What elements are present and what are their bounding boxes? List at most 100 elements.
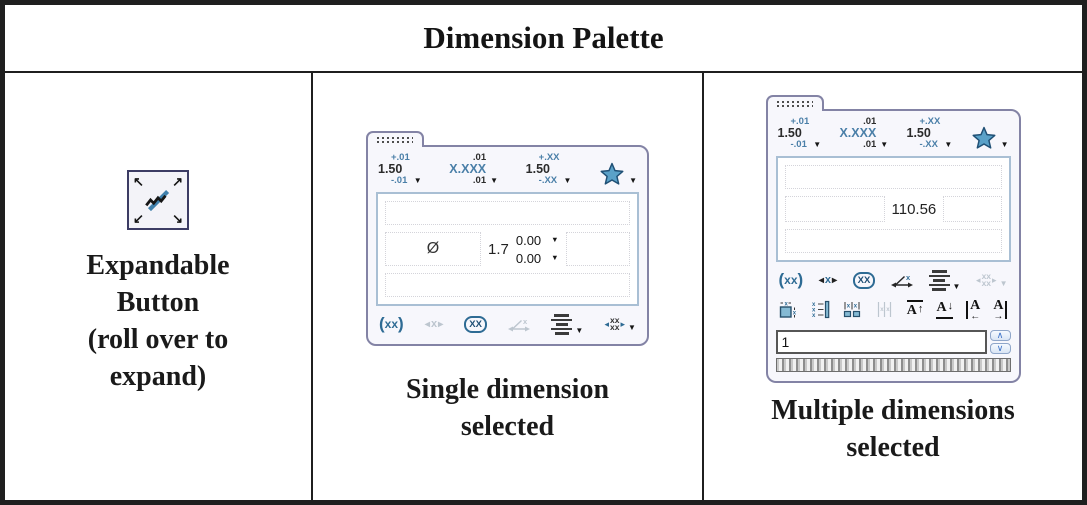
inspection-dimension-button[interactable]: ◂x▸ bbox=[818, 274, 837, 287]
palette-body: +.01 1.50 -.01 ▼ .01 X.XXX .01 bbox=[366, 145, 649, 346]
upper-tol-label: +.01 bbox=[391, 152, 410, 163]
suffix-field[interactable] bbox=[565, 232, 630, 267]
palette-grip-tab[interactable] bbox=[366, 131, 424, 147]
caption-single: Single dimension selected bbox=[405, 373, 610, 442]
dropdown-caret-icon[interactable]: ▼ bbox=[944, 140, 953, 150]
dimension-palette-single: +.01 1.50 -.01 ▼ .01 X.XXX .01 bbox=[366, 129, 649, 346]
dropdown-caret-icon[interactable]: ▼ bbox=[551, 235, 559, 245]
tolerance-precision-dropdown-button[interactable]: +.XX 1.50 -.XX ▼ bbox=[526, 153, 572, 186]
dropdown-caret-icon[interactable]: ▼ bbox=[880, 140, 889, 150]
dimension-value-row: 110.56 bbox=[784, 196, 1002, 223]
dropdown-caret-icon[interactable]: ▼ bbox=[575, 325, 584, 335]
lower-tolerance-value: 0.00 bbox=[515, 250, 542, 266]
palette-grip-tab[interactable] bbox=[765, 95, 824, 111]
upper-tolerance-value: 0.00 bbox=[515, 232, 542, 248]
expand-arrow-nw-icon: ↖ bbox=[133, 174, 144, 189]
svg-text:x: x bbox=[906, 273, 911, 282]
dimension-value-row: Ø 1.7 0.00 ▼ 0.00 ▼ bbox=[385, 232, 630, 267]
tolerance-dropdown-button[interactable]: +.01 1.50 -.01 ▼ bbox=[777, 116, 822, 151]
palette-body: +.01 1.50 -.01 ▼ .01 X.XXX .01 bbox=[765, 109, 1021, 383]
favorites-dropdown-button[interactable]: ▼ bbox=[971, 126, 1009, 150]
palette-toolbar: (xx) ◂x▸ XX bbox=[776, 262, 1011, 291]
dimension-value: 110.56 bbox=[891, 200, 937, 218]
upper-tolerance-dropdown[interactable]: 0.00 ▼ bbox=[516, 233, 559, 248]
page-title: Dimension Palette bbox=[423, 20, 664, 55]
tolerance-dropdown-button[interactable]: +.01 1.50 -.01 ▼ bbox=[378, 153, 422, 186]
text-justify-dropdown-button[interactable]: ▼ bbox=[928, 270, 961, 291]
tolerance-stack: 0.00 ▼ 0.00 ▼ bbox=[516, 233, 559, 266]
dropdown-caret-icon[interactable]: ▼ bbox=[551, 253, 559, 263]
text-above-line-button[interactable]: A↑ bbox=[906, 300, 924, 319]
cell-single-dimension: +.01 1.50 -.01 ▼ .01 X.XXX .01 bbox=[313, 73, 704, 500]
ordinate-dimension-button: x bbox=[508, 317, 531, 332]
justify-lines-icon bbox=[928, 270, 950, 291]
arrange-dimensions-button[interactable]: x x bbox=[779, 300, 798, 319]
align-text-right-button[interactable]: A→ bbox=[993, 298, 1008, 321]
tol-value-label: 1.50 bbox=[378, 161, 403, 176]
dimension-text-box: Ø 1.7 0.00 ▼ 0.00 ▼ bbox=[376, 192, 639, 307]
dropdown-caret-icon[interactable]: ▼ bbox=[628, 322, 636, 332]
text-justify-dropdown-button[interactable]: ▼ bbox=[551, 314, 583, 335]
lower-tolerance-dropdown[interactable]: 0.00 ▼ bbox=[516, 251, 559, 266]
diameter-symbol: Ø bbox=[426, 240, 440, 258]
star-icon bbox=[600, 162, 624, 185]
dimension-diagonal-icon bbox=[145, 189, 170, 212]
instance-count-row: ∧ ∨ bbox=[775, 329, 1011, 354]
spin-down-button[interactable]: ∨ bbox=[989, 342, 1011, 354]
tolerance-precision-dropdown-button[interactable]: +.XX 1.50 -.XX ▼ bbox=[906, 116, 953, 151]
expand-arrow-se-icon: ↘ bbox=[172, 211, 183, 226]
dropdown-caret-icon[interactable]: ▼ bbox=[952, 281, 961, 291]
reference-dimension-toggle-button[interactable]: (xx) bbox=[778, 270, 804, 290]
dropdown-caret-icon[interactable]: ▼ bbox=[813, 140, 822, 150]
svg-text:x: x bbox=[812, 302, 816, 308]
prefix-field[interactable]: Ø bbox=[385, 232, 481, 267]
star-icon bbox=[972, 126, 996, 149]
dropdown-caret-icon[interactable]: ▼ bbox=[629, 176, 637, 186]
svg-text:x: x bbox=[792, 311, 796, 317]
favorites-dropdown-button[interactable]: ▼ bbox=[599, 162, 637, 186]
text-below-field[interactable] bbox=[385, 273, 630, 298]
svg-text:x: x bbox=[812, 313, 816, 319]
distribute-dimensions-button: x x bbox=[875, 300, 894, 319]
dimension-value: 1.7 bbox=[488, 240, 509, 258]
precision-dropdown-button[interactable]: .01 X.XXX .01 ▼ bbox=[839, 116, 889, 151]
palette-arrange-toolbar: x x x x bbox=[776, 291, 1011, 321]
prefix-field[interactable] bbox=[784, 196, 885, 223]
cell-expandable-button: ↖ ↗ ↙ ↘ Expandable Button (roll over to … bbox=[5, 73, 313, 500]
count-spinner: ∧ ∨ bbox=[989, 329, 1011, 354]
dropdown-caret-icon[interactable]: ▼ bbox=[413, 176, 422, 186]
svg-text:x: x bbox=[846, 304, 850, 310]
expand-arrow-sw-icon: ↙ bbox=[133, 211, 144, 226]
palette-header: +.01 1.50 -.01 ▼ .01 X.XXX .01 bbox=[776, 115, 1011, 156]
basic-dimension-toggle-button[interactable]: XX bbox=[464, 315, 487, 333]
align-dimensions-button[interactable]: x x bbox=[843, 300, 862, 319]
table-body-row: ↖ ↗ ↙ ↘ Expandable Button (roll over to … bbox=[5, 73, 1082, 500]
text-below-line-button[interactable]: A↓ bbox=[936, 300, 954, 320]
resize-grip-bar[interactable] bbox=[775, 357, 1011, 372]
spin-up-button[interactable]: ∧ bbox=[989, 329, 1011, 341]
reference-dimension-toggle-button[interactable]: (xx) bbox=[379, 314, 404, 334]
dropdown-caret-icon[interactable]: ▼ bbox=[1000, 140, 1009, 150]
ordinate-dimension-button[interactable]: x bbox=[890, 273, 913, 288]
text-below-field[interactable] bbox=[784, 229, 1002, 254]
instance-count-input[interactable] bbox=[775, 329, 987, 354]
precision-dropdown-button[interactable]: .01 X.XXX .01 ▼ bbox=[449, 153, 498, 186]
dropdown-caret-icon: ▼ bbox=[999, 278, 1008, 288]
dropdown-caret-icon[interactable]: ▼ bbox=[563, 176, 572, 186]
basic-dimension-toggle-button[interactable]: XX bbox=[852, 271, 876, 289]
table-title-row: Dimension Palette bbox=[5, 5, 1082, 73]
text-above-field[interactable] bbox=[784, 165, 1002, 190]
suffix-field[interactable] bbox=[943, 196, 1002, 223]
stack-dimensions-button[interactable]: x x x bbox=[811, 300, 830, 319]
svg-text:x: x bbox=[853, 304, 857, 310]
lower-tol-label: -.01 bbox=[391, 175, 408, 187]
dropdown-caret-icon[interactable]: ▼ bbox=[490, 176, 499, 186]
expandable-dimension-palette-button[interactable]: ↖ ↗ ↙ ↘ bbox=[127, 170, 189, 230]
palette-header: +.01 1.50 -.01 ▼ .01 X.XXX .01 bbox=[376, 151, 639, 192]
lower-tol-label: -.XX bbox=[538, 175, 558, 187]
align-text-left-button[interactable]: A← bbox=[966, 298, 980, 321]
text-above-field[interactable] bbox=[385, 201, 630, 226]
